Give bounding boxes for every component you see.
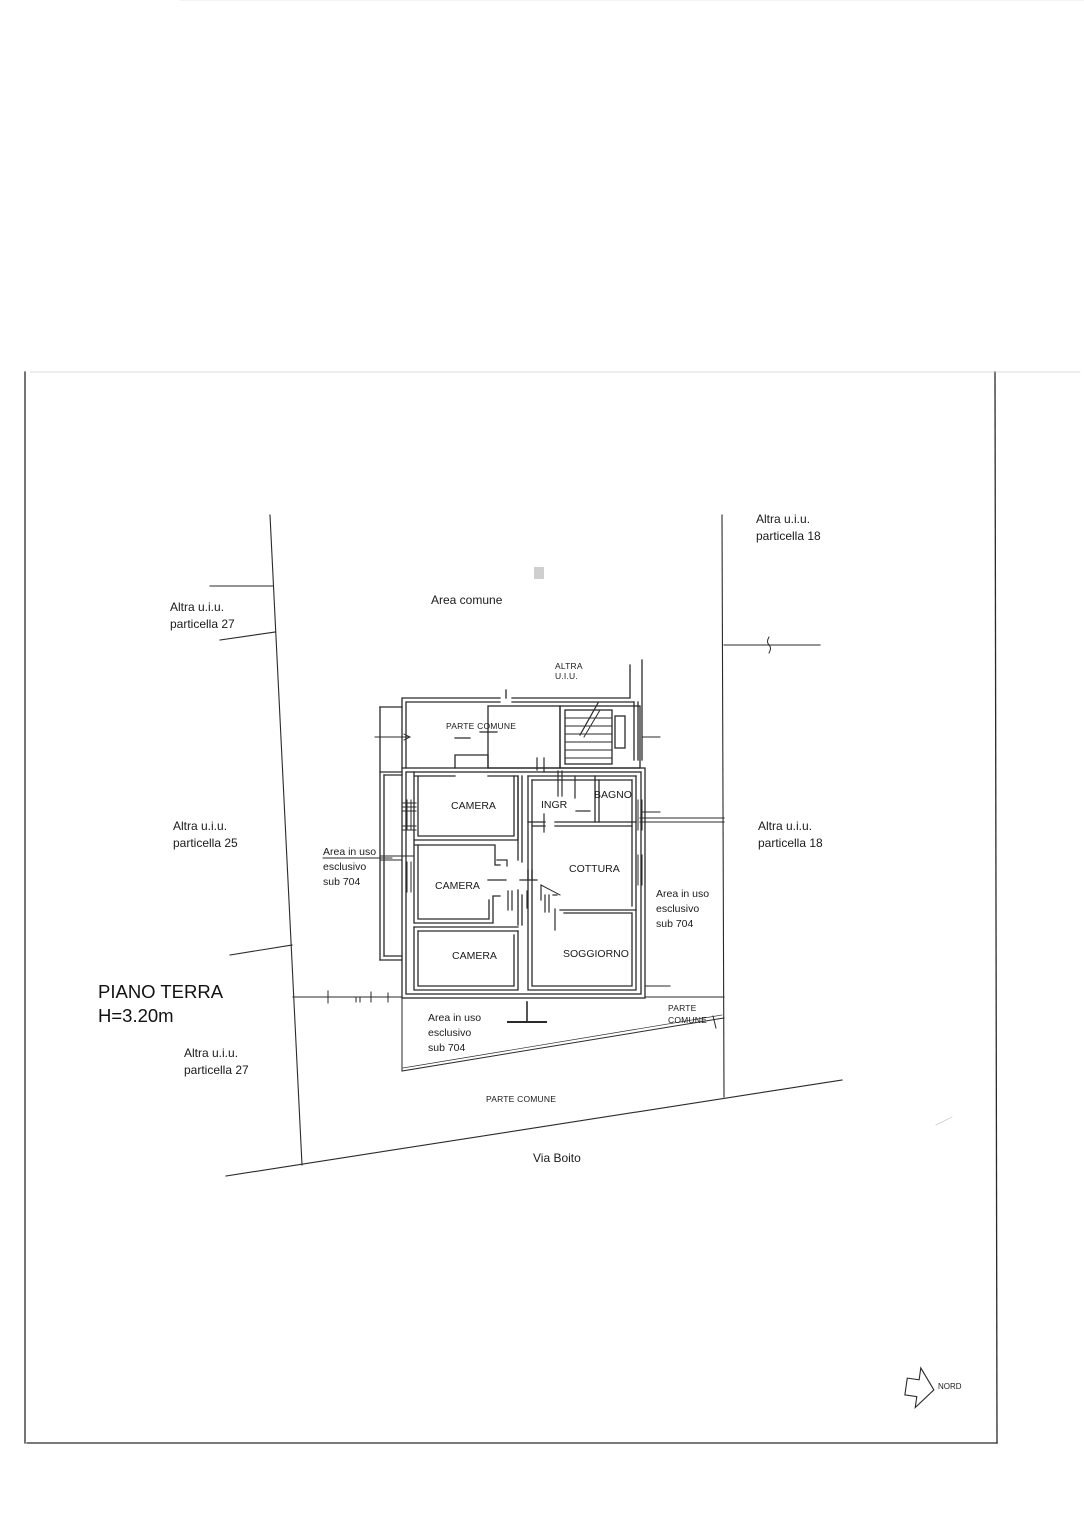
room-ingresso: INGR (541, 799, 568, 811)
compass-label: NORD (938, 1382, 962, 1391)
label-sw-neighbor: Altra u.i.u. particella 27 (184, 1046, 249, 1078)
stair-treads (564, 702, 613, 759)
room-soggiorno: SOGGIORNO (563, 948, 629, 960)
room-bagno: BAGNO (594, 789, 632, 801)
smudge-mark (534, 567, 544, 579)
label-w-neighbor: Altra u.i.u. particella 25 (173, 819, 238, 851)
label-parte-comune-bottom: PARTE COMUNE (486, 1094, 557, 1104)
label-parte-comune-se: PARTE COMUNE (668, 1003, 707, 1026)
label-e-neighbor: Altra u.i.u. particella 18 (758, 819, 823, 851)
boundary-ticks (327, 636, 771, 1029)
room-cottura: COTTURA (569, 863, 620, 875)
north-compass-icon (904, 1366, 935, 1410)
south-exclusive-area (401, 996, 725, 1072)
building-outer-walls (379, 659, 646, 999)
label-street: Via Boito (533, 1151, 581, 1165)
drawing-title: PIANO TERRA H=3.20m (98, 980, 223, 1028)
label-exclusive-west: Area in uso esclusivo sub 704 (323, 846, 377, 889)
label-parte-comune-top: PARTE COMUNE (446, 721, 517, 731)
sheet-frame (24, 0, 1084, 1444)
lot-boundaries (209, 514, 843, 1177)
label-nw-neighbor: Altra u.i.u. particella 27 (170, 600, 235, 632)
room-camera-north: CAMERA (451, 800, 496, 812)
title-height: H=3.20m (98, 1005, 174, 1027)
label-altra-uiu-short: ALTRA U.I.U. (555, 661, 583, 682)
label-exclusive-east: Area in uso esclusivo sub 704 (656, 888, 710, 931)
windows (401, 724, 643, 999)
title-floor: PIANO TERRA (98, 981, 224, 1002)
room-camera-south: CAMERA (452, 950, 497, 962)
label-ne-neighbor: Altra u.i.u. particella 18 (756, 512, 821, 544)
door-openings (454, 731, 591, 931)
label-exclusive-south: Area in uso esclusivo sub 704 (428, 1012, 482, 1055)
label-area-comune: Area comune (431, 593, 503, 607)
room-camera-middle: CAMERA (435, 880, 480, 892)
leader-arrows (322, 733, 661, 861)
